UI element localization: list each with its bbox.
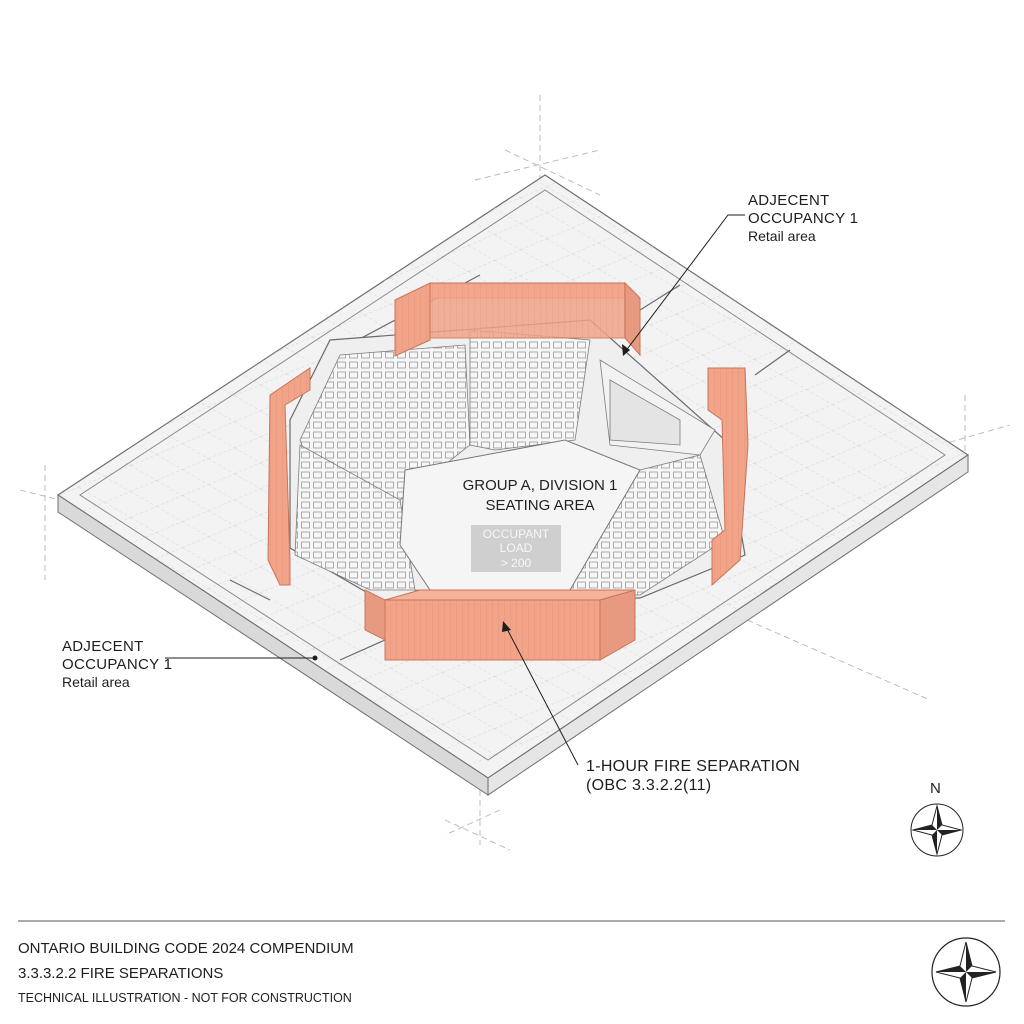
label-adjacent-left-line1: ADJECENT	[62, 638, 144, 655]
label-adjacent-right-line1: ADJECENT	[748, 192, 830, 209]
label-fire-separation-line2: (OBC 3.3.2.2(11)	[586, 777, 712, 795]
label-adjacent-left: ADJECENT OCCUPANCY 1 Retail area	[62, 638, 172, 691]
label-seating-area: GROUP A, DIVISION 1 SEATING AREA	[450, 476, 630, 515]
fire-separation-walls	[267, 281, 749, 661]
footer-line3: TECHNICAL ILLUSTRATION - NOT FOR CONSTRU…	[18, 991, 352, 1005]
leader-dot-left	[312, 655, 318, 661]
footer-line2: 3.3.3.2.2 FIRE SEPARATIONS	[18, 965, 224, 982]
label-adjacent-right: ADJECENT OCCUPANCY 1 Retail area	[748, 192, 858, 245]
north-arrow-icon	[910, 803, 964, 857]
label-seating-line2: SEATING AREA	[485, 496, 595, 514]
occupant-load-badge: OCCUPANT LOAD > 200	[471, 525, 561, 573]
compass-rose-icon	[931, 937, 1001, 1007]
label-fire-separation: 1-HOUR FIRE SEPARATION (OBC 3.3.2.2(11)	[586, 757, 800, 795]
occupant-load-line2: > 200	[500, 555, 532, 570]
label-adjacent-left-line2: OCCUPANCY 1	[62, 656, 173, 673]
leader-lines	[165, 214, 745, 766]
wall-south	[384, 599, 601, 661]
label-adjacent-right-line3: Retail area	[748, 228, 816, 244]
label-adjacent-left-line3: Retail area	[62, 674, 130, 690]
label-seating-line1: GROUP A, DIVISION 1	[462, 477, 618, 494]
wall-north	[394, 282, 431, 357]
leader-arrow-right	[622, 344, 630, 356]
label-fire-separation-line1: 1-HOUR FIRE SEPARATION	[586, 758, 801, 775]
north-letter: N	[930, 780, 941, 797]
seating-tiers	[294, 329, 726, 613]
label-adjacent-right-line2: OCCUPANCY 1	[748, 210, 859, 227]
occupant-load-line1: OCCUPANT LOAD	[482, 527, 550, 556]
footer-line1: ONTARIO BUILDING CODE 2024 COMPENDIUM	[18, 940, 354, 957]
wall-east	[707, 367, 749, 587]
wall-west	[267, 367, 311, 586]
leader-arrow-south	[502, 621, 511, 632]
